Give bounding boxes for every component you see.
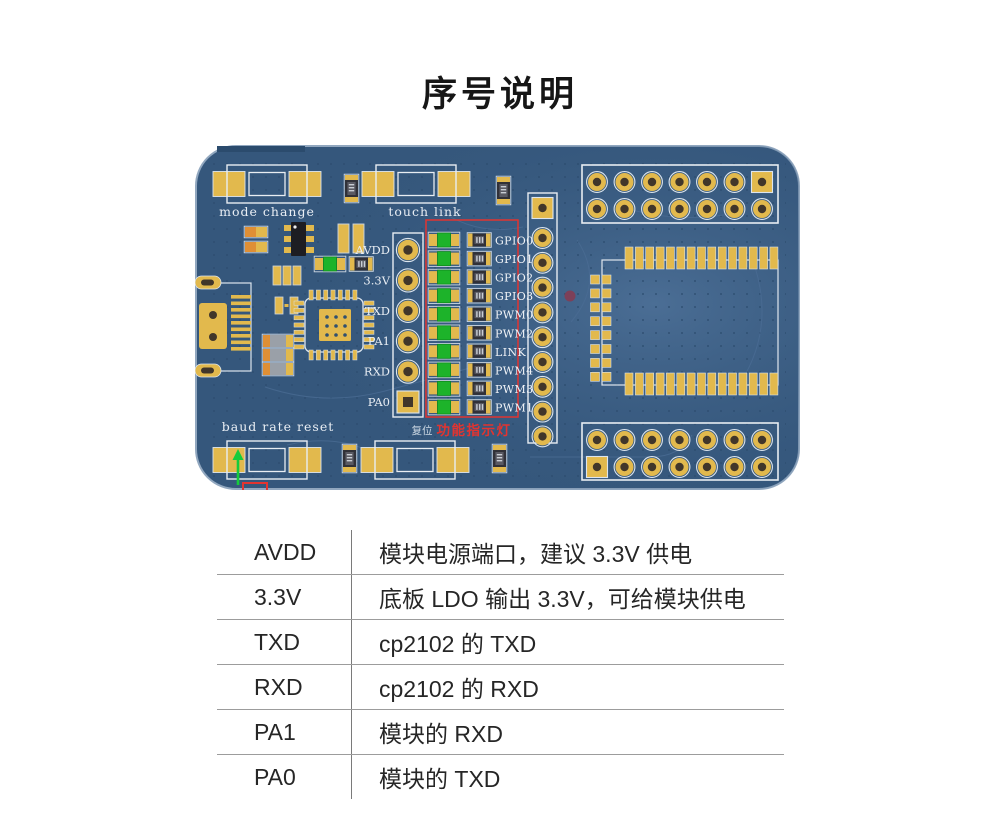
led-label: PWM0 <box>495 309 534 322</box>
led-label: PWM4 <box>495 364 534 377</box>
pin-desc-cell: 底板 LDO 输出 3.3V，可给模块供电 <box>379 586 746 612</box>
led-label: LINK <box>495 346 526 359</box>
touch-link-label: touch link <box>388 204 461 219</box>
led-label: GPIO2 <box>495 272 534 285</box>
led-label: PWM1 <box>495 402 534 415</box>
baud-rate-reset-label: baud rate reset <box>222 419 335 434</box>
led-row: PWM2 <box>427 324 534 342</box>
pcb-board-graphic: mode change touch link baud rate reset <box>195 145 800 490</box>
pin-desc-cell: 模块电源端口，建议 3.3V 供电 <box>379 541 693 567</box>
bottom-right-pin-header <box>581 422 779 481</box>
led-row: GPIO0 <box>427 231 534 249</box>
led-row: PWM3 <box>427 380 534 397</box>
pin-name-cell: PA1 <box>217 710 352 754</box>
table-row: PA0 模块的 TXD <box>217 755 784 799</box>
top-right-pin-header <box>581 164 779 224</box>
sot23-transistor <box>284 222 314 256</box>
led-row: GPIO2 <box>427 268 534 286</box>
smd-resistor <box>341 443 358 474</box>
pin-desc-cell: cp2102 的 RXD <box>379 676 539 702</box>
component-cluster <box>243 222 374 377</box>
board-marking-dot <box>564 290 576 302</box>
smd-resistor <box>491 443 508 474</box>
function-led-bank: GPIO0 GPIO1 GPIO2 GPIO3 PWM0 PWM2 LINK P… <box>425 219 534 418</box>
pin-name-cell: PA0 <box>217 755 352 799</box>
smd-resistor <box>495 175 512 206</box>
pin-label-txd: TXD <box>365 304 390 318</box>
pin-desc-cell: 模块的 TXD <box>379 766 501 792</box>
touch-link-button-footprint: touch link <box>361 164 471 219</box>
table-row: RXD cp2102 的 RXD <box>217 665 784 710</box>
led-row: GPIO1 <box>427 250 534 267</box>
pin-description-table: AVDD 模块电源端口，建议 3.3V 供电 3.3V 底板 LDO 输出 3.… <box>217 530 784 799</box>
page-title: 序号说明 <box>421 75 578 114</box>
table-row: 3.3V 底板 LDO 输出 3.3V，可给模块供电 <box>217 575 784 620</box>
led-row: GPIO3 <box>427 287 534 304</box>
led-row: PWM0 <box>427 305 534 323</box>
pin-desc-cell: 模块的 RXD <box>379 721 503 747</box>
led-label: GPIO3 <box>495 290 534 303</box>
mode-change-button-footprint: mode change <box>212 164 322 219</box>
table-row: AVDD 模块电源端口，建议 3.3V 供电 <box>217 530 784 575</box>
pcb-board-photo: mode change touch link baud rate reset <box>195 145 800 490</box>
uart-pin-header: AVDD 3.3V TXD PA1 RXD PA0 <box>355 232 424 418</box>
center-pin-header <box>527 192 558 448</box>
pin-label-avdd: AVDD <box>355 243 390 257</box>
table-row: PA1 模块的 RXD <box>217 710 784 755</box>
reset-silkscreen-label: 复位 <box>412 424 433 437</box>
usb-connector-footprint <box>195 275 252 378</box>
cp2102-chip-footprint <box>293 289 375 361</box>
arrow-annotation <box>232 449 268 490</box>
baud-rate-reset-button-footprint: baud rate reset <box>212 419 335 480</box>
pin-name-cell: 3.3V <box>217 575 352 619</box>
module-footprint <box>590 246 779 396</box>
led-label: PWM2 <box>495 327 534 340</box>
led-label: GPIO0 <box>495 235 534 248</box>
pin-name-cell: TXD <box>217 620 352 664</box>
mode-change-label: mode change <box>219 204 315 219</box>
led-row: PWM1 <box>427 398 534 416</box>
pin-desc-cell: cp2102 的 TXD <box>379 631 537 657</box>
pin-name-cell: AVDD <box>217 530 352 574</box>
smd-resistor <box>343 173 360 204</box>
pin-label-pa0: PA0 <box>368 395 390 409</box>
led-label: GPIO1 <box>495 253 534 266</box>
led-row: PWM4 <box>427 361 534 379</box>
led-label: PWM3 <box>495 383 534 396</box>
led-row: LINK <box>427 343 526 360</box>
pin-label-rxd: RXD <box>364 365 390 379</box>
pin-label-3v3: 3.3V <box>363 273 390 287</box>
pin-name-cell: RXD <box>217 665 352 709</box>
table-row: TXD cp2102 的 TXD <box>217 620 784 665</box>
pin-label-pa1: PA1 <box>368 334 390 348</box>
function-led-annotation: 功能指示灯 <box>437 422 512 439</box>
